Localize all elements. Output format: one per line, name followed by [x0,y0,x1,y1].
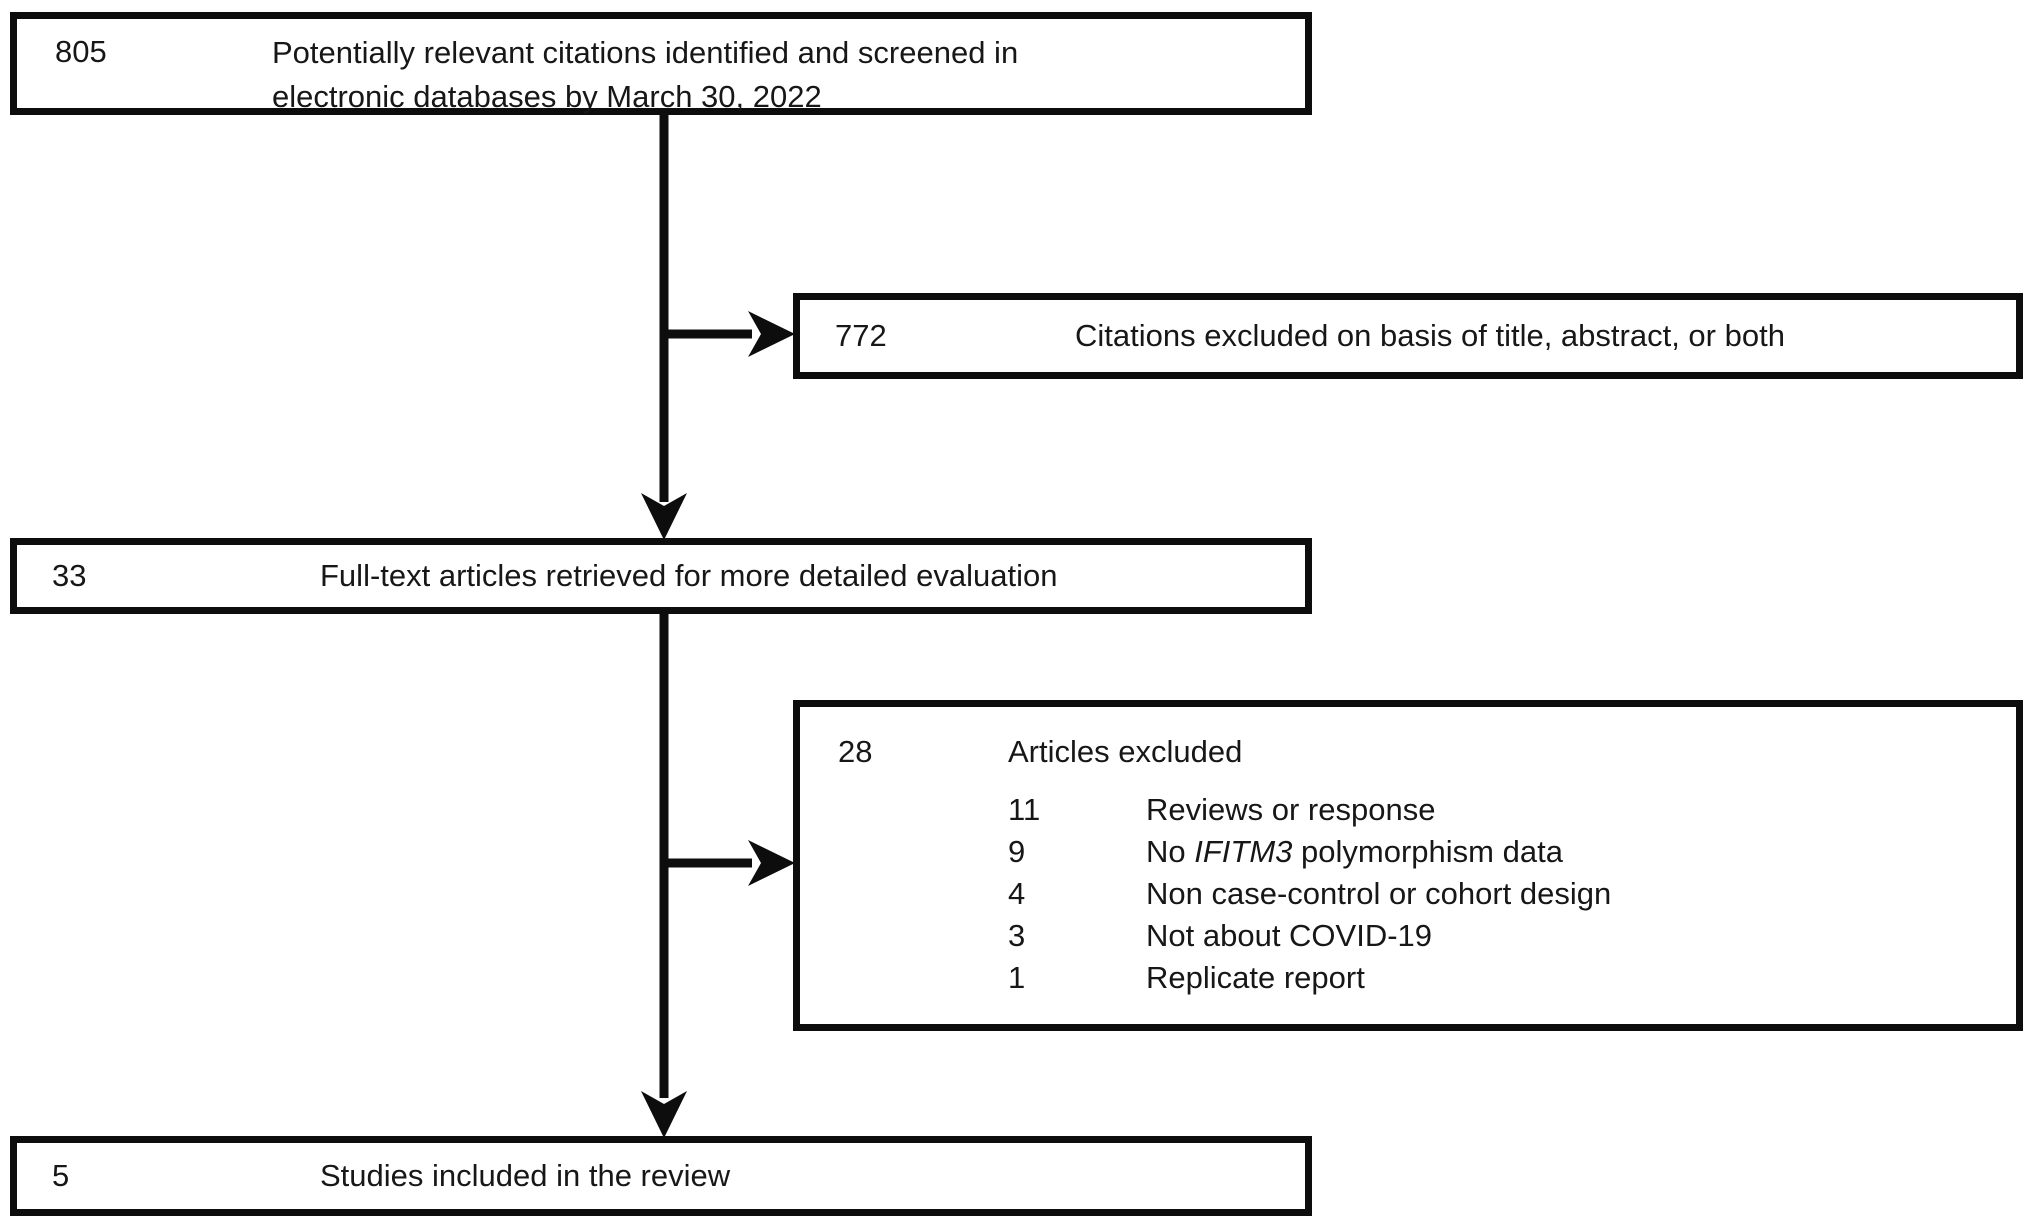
reason-count: 9 [1008,834,1026,869]
count-citations-screened: 805 [55,34,107,69]
exclusion-reason-list: 11 Reviews or response 9 No IFITM3 polym… [1008,789,1998,999]
box-fulltext-retrieved: 33 Full-text articles retrieved for more… [10,538,1312,614]
reason-count: 3 [1008,918,1026,953]
box-citations-excluded: 772 Citations excluded on basis of title… [793,293,2023,379]
reason-count: 11 [1008,792,1041,827]
reason-label-text: Non case-control or cohort design [1146,876,1612,911]
reason-label-text: No [1146,834,1195,869]
gene-name-italic: IFITM3 [1194,834,1293,869]
reason-label: Not about COVID-19 [1146,915,1432,957]
exclusion-reason-row: 9 No IFITM3 polymorphism data [1008,831,1998,873]
reason-label: No IFITM3 polymorphism data [1146,831,1563,873]
exclusion-reason-row: 1 Replicate report [1008,957,1998,999]
count-fulltext-retrieved: 33 [52,558,87,593]
label-studies-included: Studies included in the review [320,1158,731,1193]
exclusion-reason-row: 4 Non case-control or cohort design [1008,873,1998,915]
reason-label: Reviews or response [1146,789,1435,831]
arrow-branch-articles-excluded [660,840,795,886]
label-fulltext-retrieved: Full-text articles retrieved for more de… [320,558,1058,593]
arrow-branch-title-excluded [660,311,795,357]
exclusion-reason-row: 11 Reviews or response [1008,789,1998,831]
reason-count: 4 [1008,876,1026,911]
reason-label-text: Replicate report [1146,960,1365,995]
reason-count: 1 [1008,960,1026,995]
label-citations-excluded: Citations excluded on basis of title, ab… [1075,318,1785,353]
arrow-screened-to-fulltext [641,112,687,540]
exclusion-reason-row: 3 Not about COVID-19 [1008,915,1998,957]
reason-label: Non case-control or cohort design [1146,873,1611,915]
label-citations-screened-line2: electronic databases by March 30, 2022 [272,79,822,114]
count-articles-excluded: 28 [838,734,873,769]
count-citations-excluded: 772 [835,318,887,353]
reason-label: Replicate report [1146,957,1365,999]
articles-excluded-header: 28 Articles excluded [838,731,1998,773]
box-articles-excluded: 28 Articles excluded 11 Reviews or respo… [793,700,2023,1031]
reason-label-text: Reviews or response [1146,792,1436,827]
label-articles-excluded: Articles excluded [1008,734,1243,769]
reason-label-text: Not about COVID-19 [1146,918,1433,953]
arrow-fulltext-to-included [641,610,687,1138]
label-citations-screened: Potentially relevant citations identifie… [272,31,1018,119]
reason-label-text-post: polymorphism data [1292,834,1563,869]
count-studies-included: 5 [52,1158,70,1193]
label-citations-screened-line1: Potentially relevant citations identifie… [272,35,1019,70]
box-studies-included: 5 Studies included in the review [10,1136,1312,1216]
box-citations-screened: 805 Potentially relevant citations ident… [10,12,1312,115]
